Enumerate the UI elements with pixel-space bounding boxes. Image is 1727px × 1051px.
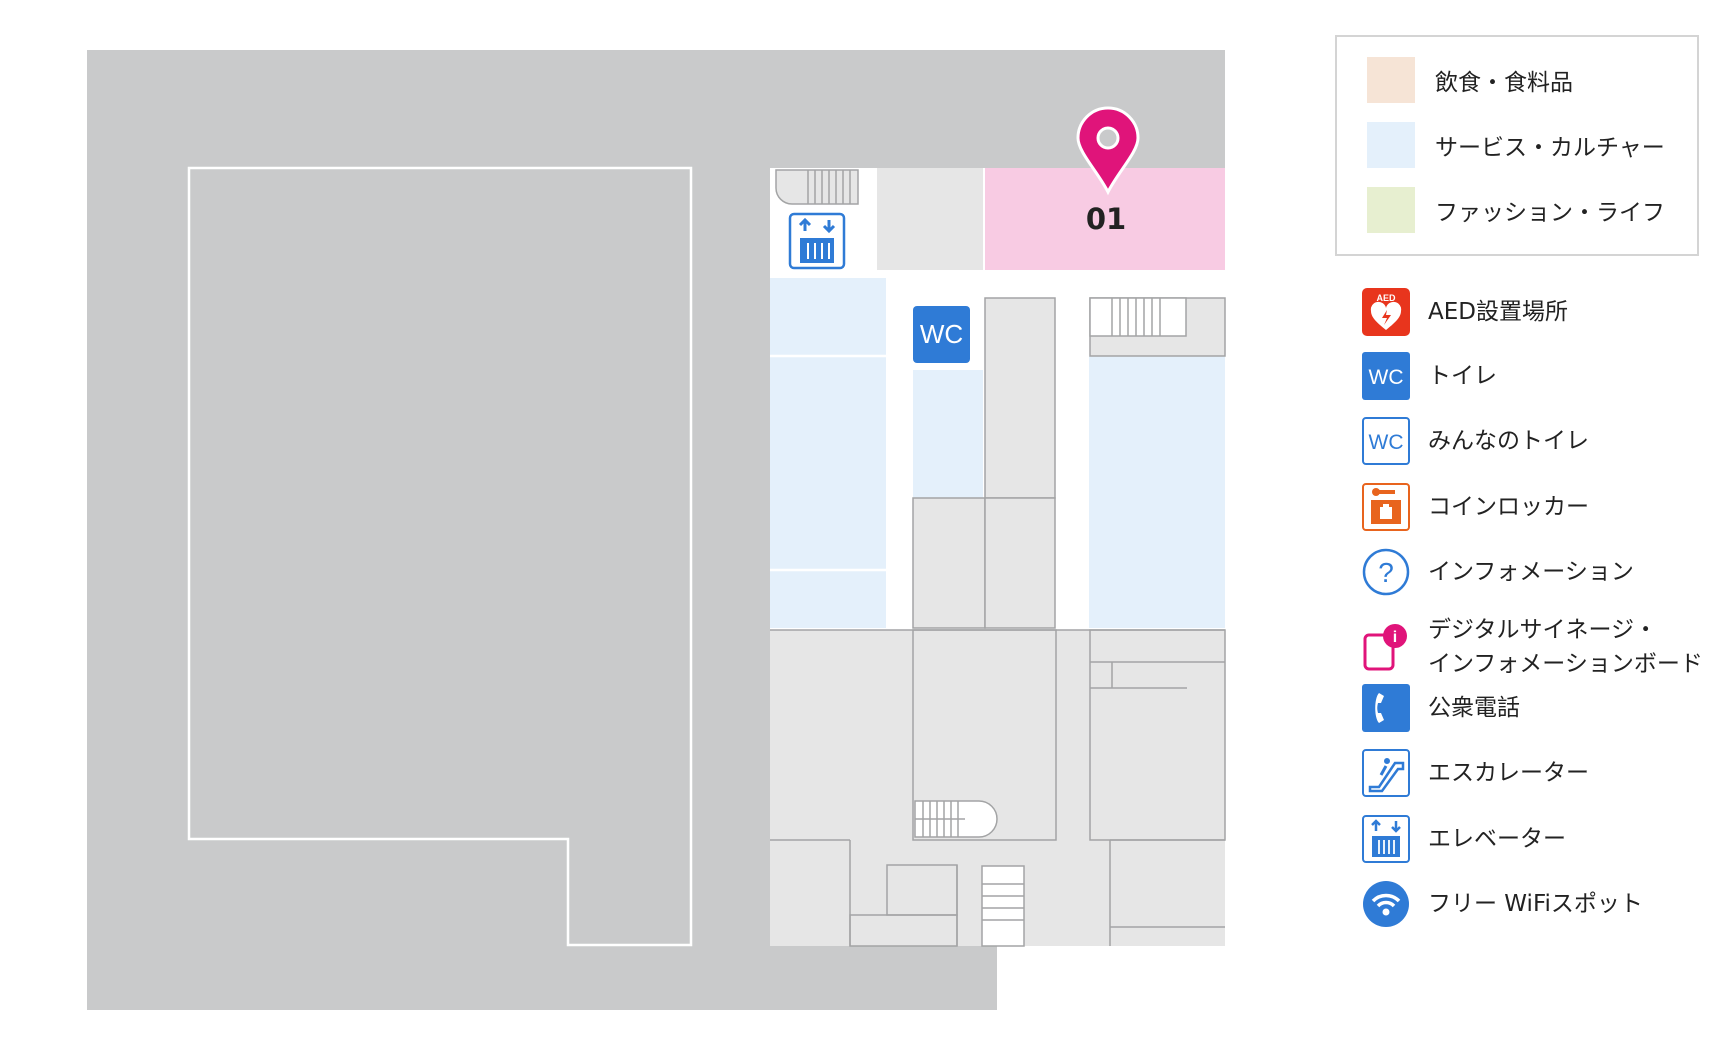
category-food: 飲食・食料品 [1367,57,1573,103]
svg-text:i: i [1393,629,1397,646]
legend-label: 公衆電話 [1428,695,1520,721]
accessible-restroom-icon: WC [1362,417,1410,465]
legend-label: AED設置場所 [1428,299,1568,325]
store-column-b [912,497,986,629]
service-store-center [913,370,983,498]
information-icon: ? [1362,548,1410,596]
legend-label: フリー WiFiスポット [1428,891,1643,917]
service-store-east [1089,356,1225,628]
category-legend: 飲食・食料品 サービス・カルチャー ファッション・ライフ [1335,35,1699,256]
elevator-icon[interactable] [788,212,846,270]
legend-accessible-restroom: WC みんなのトイレ [1362,417,1589,465]
stairs-south [981,865,1025,947]
digital-signage-icon: i [1362,623,1410,671]
legend-restroom: WC トイレ [1362,352,1497,400]
building-notch [997,945,1227,1011]
store-column-a [984,297,1056,499]
legend-label-line1: デジタルサイネージ・ [1428,617,1658,643]
legend-information: ? インフォメーション [1362,548,1634,596]
legend-label: エレベーター [1428,826,1566,852]
legend-coin-locker: コインロッカー [1362,483,1589,531]
escalator-icon [1362,749,1410,797]
stairs-east [1089,297,1226,357]
stairs-north [775,169,859,205]
store-column-c [984,497,1056,629]
legend-escalator: エスカレーター [1362,749,1589,797]
legend-digital-signage: i デジタルサイネージ・ インフォメーションボード [1362,613,1703,681]
category-label: ファッション・ライフ [1435,200,1665,226]
restroom-icon[interactable]: WC [913,306,970,363]
category-label: サービス・カルチャー [1435,135,1665,161]
lower-walls [770,629,1226,947]
stairs-south-center [914,800,998,838]
coin-locker-icon [1362,483,1410,531]
legend-aed: AED AED設置場所 [1362,288,1568,336]
legend-elevator: エレベーター [1362,815,1566,863]
service-store-west [770,278,886,628]
fashion-swatch [1367,187,1415,233]
wifi-icon [1362,880,1410,928]
legend-label: インフォメーション [1428,559,1634,585]
category-fashion: ファッション・ライフ [1367,187,1665,233]
legend-label: エスカレーター [1428,760,1589,786]
svg-text:WC: WC [920,319,963,349]
location-pin-icon[interactable] [1076,106,1140,196]
svg-text:WC: WC [1369,366,1404,389]
store-number-label: 01 [1086,202,1126,236]
category-service: サービス・カルチャー [1367,122,1665,168]
legend-label: デジタルサイネージ・ インフォメーションボード [1428,613,1703,681]
elevator-icon [1362,815,1410,863]
svg-text:?: ? [1378,557,1394,588]
legend-wifi: フリー WiFiスポット [1362,880,1643,928]
legend-label: コインロッカー [1428,494,1589,520]
public-phone-icon [1362,684,1410,732]
legend-label: みんなのトイレ [1428,428,1589,454]
food-swatch [1367,57,1415,103]
legend-public-phone: 公衆電話 [1362,684,1520,732]
store-north-gray [877,168,983,270]
legend-label: トイレ [1428,363,1497,389]
svg-text:AED: AED [1376,293,1396,303]
svg-text:WC: WC [1369,431,1404,454]
restroom-icon: WC [1362,352,1410,400]
large-hall [187,166,693,947]
category-label: 飲食・食料品 [1435,70,1573,96]
aed-icon: AED [1362,288,1410,336]
legend-label-line2: インフォメーションボード [1428,651,1703,677]
service-swatch [1367,122,1415,168]
